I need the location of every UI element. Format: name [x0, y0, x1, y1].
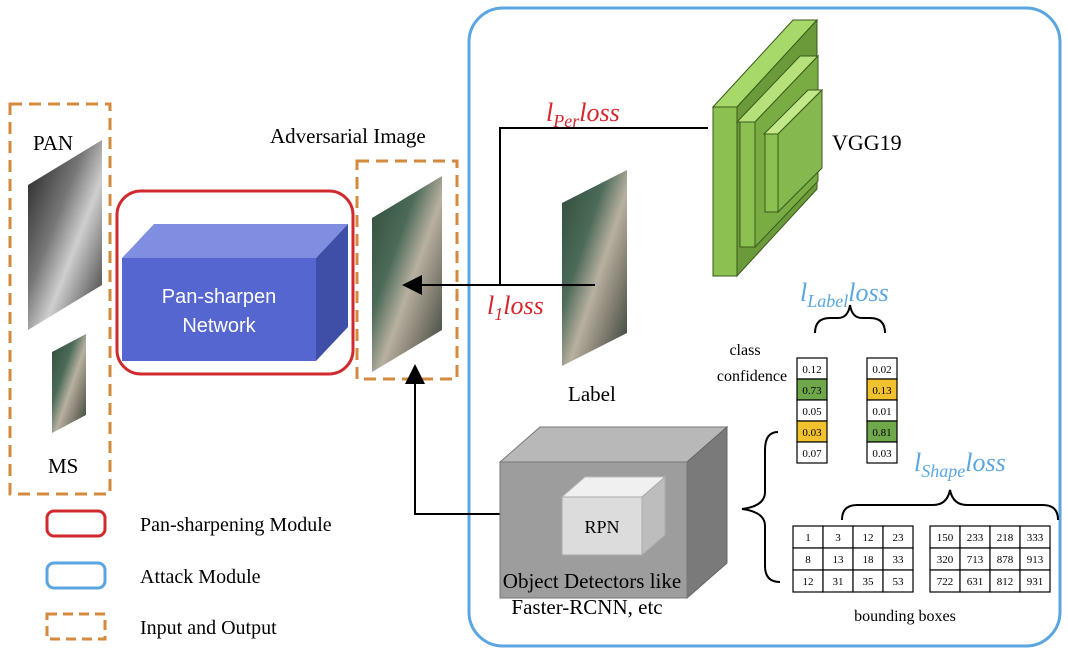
attack-module-frame — [467, 6, 1062, 648]
bbox-a-value: 33 — [893, 554, 905, 566]
legend-label-attack: Attack Module — [140, 566, 261, 588]
bbox-b-value: 218 — [997, 532, 1014, 544]
shape-loss-label: lShapeloss — [914, 448, 1006, 481]
adversarial-title: Adversarial Image — [270, 124, 426, 148]
bbox-b-value: 631 — [967, 576, 984, 588]
legend: Pan-sharpening Module Attack Module Inpu… — [45, 509, 332, 641]
detector-output-brace — [741, 431, 781, 583]
pan-label: PAN — [33, 131, 73, 155]
confidence-a-value: 0.12 — [802, 364, 821, 376]
confidence-a-value: 0.07 — [802, 448, 822, 460]
bbox-a-value: 3 — [835, 532, 841, 544]
bbox-b-value: 722 — [937, 576, 954, 588]
bbox-a-value: 53 — [893, 576, 905, 588]
network-label-line2: Network — [182, 315, 256, 337]
network-cube-side — [316, 224, 348, 361]
bbox-a-value: 8 — [805, 554, 811, 566]
bbox-a-value: 12 — [803, 576, 814, 588]
bbox-b-value: 233 — [967, 532, 984, 544]
confidence-column-b: 0.02 0.13 0.01 0.81 0.03 — [866, 357, 898, 464]
network-label-line1: Pan-sharpen — [162, 286, 277, 308]
vgg-mid-front — [739, 121, 756, 248]
pan-image — [28, 140, 102, 330]
bbox-a-value: 12 — [863, 532, 874, 544]
legend-label-pansharpening: Pan-sharpening Module — [140, 514, 332, 536]
bbox-b-value: 878 — [997, 554, 1014, 566]
l1-loss-label: l1loss — [487, 291, 544, 324]
label-loss-label: lLabelloss — [800, 278, 889, 311]
pansharpen-module-frame — [115, 189, 355, 376]
rpn-label: RPN — [584, 517, 619, 537]
label-image — [562, 170, 627, 366]
detector-label-line2: Faster-RCNN, etc — [511, 595, 662, 619]
network-cube-top — [122, 224, 348, 258]
bbox-b-value: 333 — [1027, 532, 1044, 544]
confidence-b-value: 0.13 — [872, 385, 892, 397]
vgg-label: VGG19 — [832, 130, 902, 155]
bbox-a-value: 23 — [893, 532, 905, 544]
bbox-a-value: 31 — [833, 576, 844, 588]
shape-loss-brace — [841, 489, 1059, 521]
adversarial-image — [372, 176, 442, 372]
bbox-b-value: 713 — [967, 554, 984, 566]
bbox-b-value: 812 — [997, 576, 1014, 588]
bbox-b-cell — [1019, 569, 1051, 593]
confidence-a-value: 0.73 — [802, 385, 822, 397]
label-caption: Label — [568, 382, 616, 406]
label-loss-brace — [814, 304, 886, 334]
confidence-b-cell — [866, 441, 898, 464]
class-confidence-line1: class — [729, 342, 760, 359]
ms-image — [52, 334, 86, 433]
detector-to-adversarial-arrow — [405, 364, 500, 515]
confidence-a-value: 0.05 — [802, 406, 822, 418]
bbox-b-value: 320 — [937, 554, 954, 566]
ms-label: MS — [48, 454, 78, 478]
bbox-b-value: 931 — [1027, 576, 1044, 588]
confidence-b-value: 0.81 — [872, 427, 891, 439]
legend-swatch-orange — [45, 612, 107, 641]
bbox-grid-b: 150 233 218 333 320 713 878 913 722 631 812 931 — [929, 525, 1051, 593]
vgg-outer-front — [712, 106, 738, 277]
confidence-b-value: 0.02 — [872, 364, 891, 376]
bbox-a-value: 35 — [863, 576, 875, 588]
input-frame — [8, 102, 112, 496]
bbox-b-value: 913 — [1027, 554, 1044, 566]
legend-swatch-blue — [45, 561, 107, 590]
rpn-cube-front — [561, 496, 643, 556]
legend-label-io: Input and Output — [140, 617, 277, 639]
per-loss-connector — [499, 127, 708, 285]
confidence-b-value: 0.03 — [872, 448, 892, 460]
class-confidence-line2: confidence — [717, 368, 787, 385]
vgg-inner-front — [764, 133, 779, 213]
confidence-a-cell — [796, 441, 828, 464]
legend-swatch-red — [45, 509, 107, 538]
per-loss-label: lPerloss — [546, 98, 620, 131]
detector-label-line1: Object Detectors like — [503, 569, 681, 593]
bounding-boxes-caption: bounding boxes — [854, 608, 956, 625]
confidence-b-value: 0.01 — [872, 406, 891, 418]
bbox-b-value: 150 — [937, 532, 954, 544]
bbox-a-value: 1 — [805, 532, 811, 544]
bbox-a-cell — [882, 569, 914, 593]
confidence-column-a: 0.12 0.73 0.05 0.03 0.07 — [796, 357, 828, 464]
bbox-a-value: 18 — [863, 554, 875, 566]
confidence-a-value: 0.03 — [802, 427, 822, 439]
bbox-a-value: 13 — [833, 554, 845, 566]
network-cube-front — [122, 258, 316, 361]
